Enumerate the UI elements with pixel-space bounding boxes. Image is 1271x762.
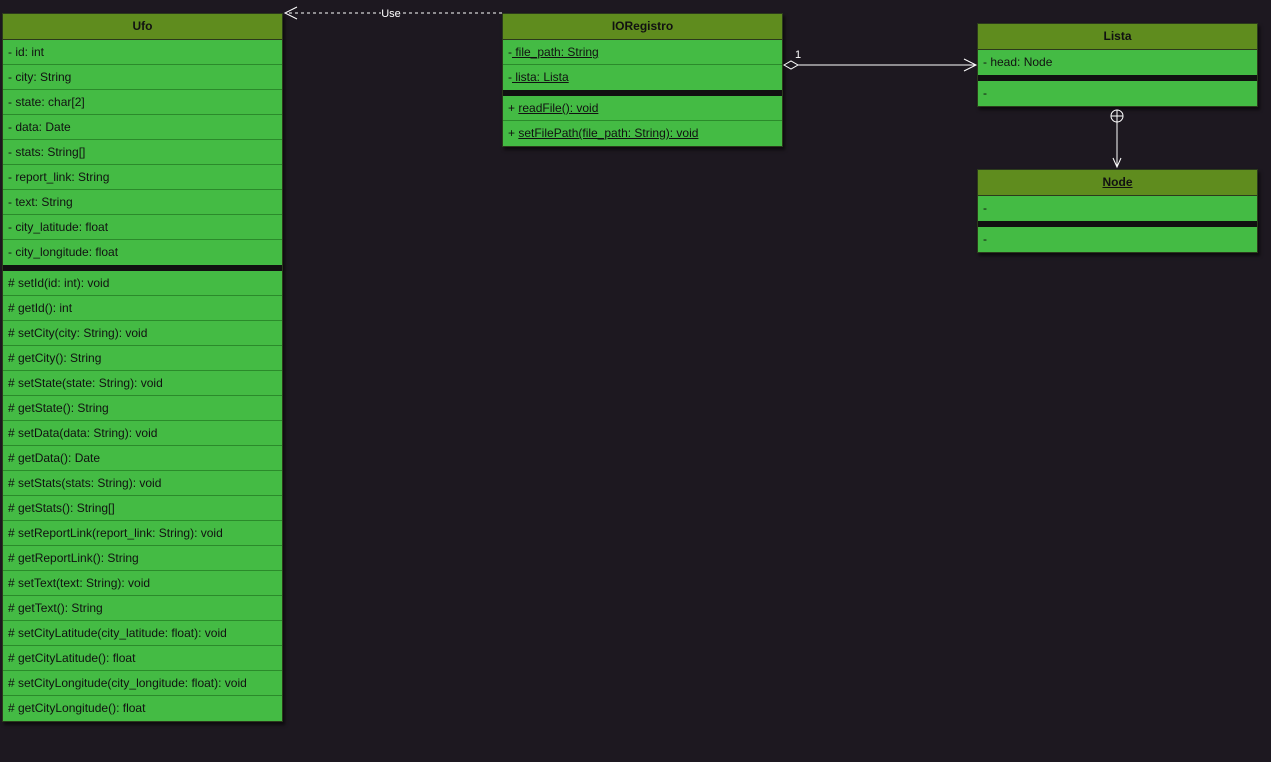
method-row: # getCityLongitude(): float	[3, 696, 282, 721]
method-row: # setCityLatitude(city_latitude: float):…	[3, 621, 282, 646]
class-ioregistro[interactable]: IORegistro - file_path: String - lista: …	[502, 13, 783, 147]
compartment-divider	[3, 265, 282, 271]
method-row: -	[978, 81, 1257, 106]
class-ufo[interactable]: Ufo - id: int - city: String - state: ch…	[2, 13, 283, 722]
class-node-methods: -	[978, 227, 1257, 252]
attribute-row: -	[978, 196, 1257, 221]
compartment-divider	[978, 75, 1257, 81]
method-row: # getData(): Date	[3, 446, 282, 471]
attribute-row: - head: Node	[978, 50, 1257, 75]
visibility-marker: +	[508, 126, 519, 140]
class-ioregistro-title: IORegistro	[503, 14, 782, 40]
method-row: + setFilePath(file_path: String): void	[503, 121, 782, 146]
visibility-marker: -	[508, 45, 512, 59]
method-row: # setCityLongitude(city_longitude: float…	[3, 671, 282, 696]
nesting-relation[interactable]	[1110, 109, 1124, 169]
static-method: readFile(): void	[518, 101, 599, 115]
class-node[interactable]: Node - -	[977, 169, 1258, 253]
class-ufo-methods: # setId(id: int): void # getId(): int # …	[3, 271, 282, 721]
attribute-row: - report_link: String	[3, 165, 282, 190]
method-row: # getId(): int	[3, 296, 282, 321]
method-row: # getReportLink(): String	[3, 546, 282, 571]
method-row: # setId(id: int): void	[3, 271, 282, 296]
class-lista[interactable]: Lista - head: Node -	[977, 23, 1258, 107]
compartment-divider	[978, 221, 1257, 227]
method-row: -	[978, 227, 1257, 252]
aggregation-diamond	[782, 60, 800, 70]
method-row: # getCityLatitude(): float	[3, 646, 282, 671]
visibility-marker: +	[508, 101, 519, 115]
attribute-row: - city: String	[3, 65, 282, 90]
method-row: # setData(data: String): void	[3, 421, 282, 446]
method-row: # getCity(): String	[3, 346, 282, 371]
attribute-row: - city_latitude: float	[3, 215, 282, 240]
multiplicity-label: 1	[795, 49, 801, 61]
compartment-divider	[503, 90, 782, 96]
use-dependency[interactable]: Use	[283, 6, 502, 20]
class-node-attributes: -	[978, 196, 1257, 221]
class-lista-title: Lista	[978, 24, 1257, 50]
method-row: # setStats(stats: String): void	[3, 471, 282, 496]
method-row: + readFile(): void	[503, 96, 782, 121]
class-lista-attributes: - head: Node	[978, 50, 1257, 75]
use-label: Use	[381, 8, 401, 20]
method-row: # getState(): String	[3, 396, 282, 421]
attribute-row: - lista: Lista	[503, 65, 782, 90]
attribute-row: - file_path: String	[503, 40, 782, 65]
attribute-row: - data: Date	[3, 115, 282, 140]
static-attribute: file_path: String	[512, 45, 599, 59]
static-attribute: lista: Lista	[512, 70, 569, 84]
method-row: # setCity(city: String): void	[3, 321, 282, 346]
attribute-row: - stats: String[]	[3, 140, 282, 165]
method-row: # setState(state: String): void	[3, 371, 282, 396]
attribute-row: - text: String	[3, 190, 282, 215]
method-row: # getText(): String	[3, 596, 282, 621]
class-lista-methods: -	[978, 81, 1257, 106]
method-row: # setReportLink(report_link: String): vo…	[3, 521, 282, 546]
visibility-marker: -	[508, 70, 512, 84]
class-ufo-title: Ufo	[3, 14, 282, 40]
method-row: # getStats(): String[]	[3, 496, 282, 521]
attribute-row: - city_longitude: float	[3, 240, 282, 265]
class-ioregistro-attributes: - file_path: String - lista: Lista	[503, 40, 782, 90]
class-ufo-attributes: - id: int - city: String - state: char[2…	[3, 40, 282, 265]
attribute-row: - id: int	[3, 40, 282, 65]
class-ioregistro-methods: + readFile(): void + setFilePath(file_pa…	[503, 96, 782, 146]
static-method: setFilePath(file_path: String): void	[518, 126, 699, 140]
class-node-title: Node	[978, 170, 1257, 196]
method-row: # setText(text: String): void	[3, 571, 282, 596]
attribute-row: - state: char[2]	[3, 90, 282, 115]
aggregation-association[interactable]: 1	[782, 49, 978, 72]
